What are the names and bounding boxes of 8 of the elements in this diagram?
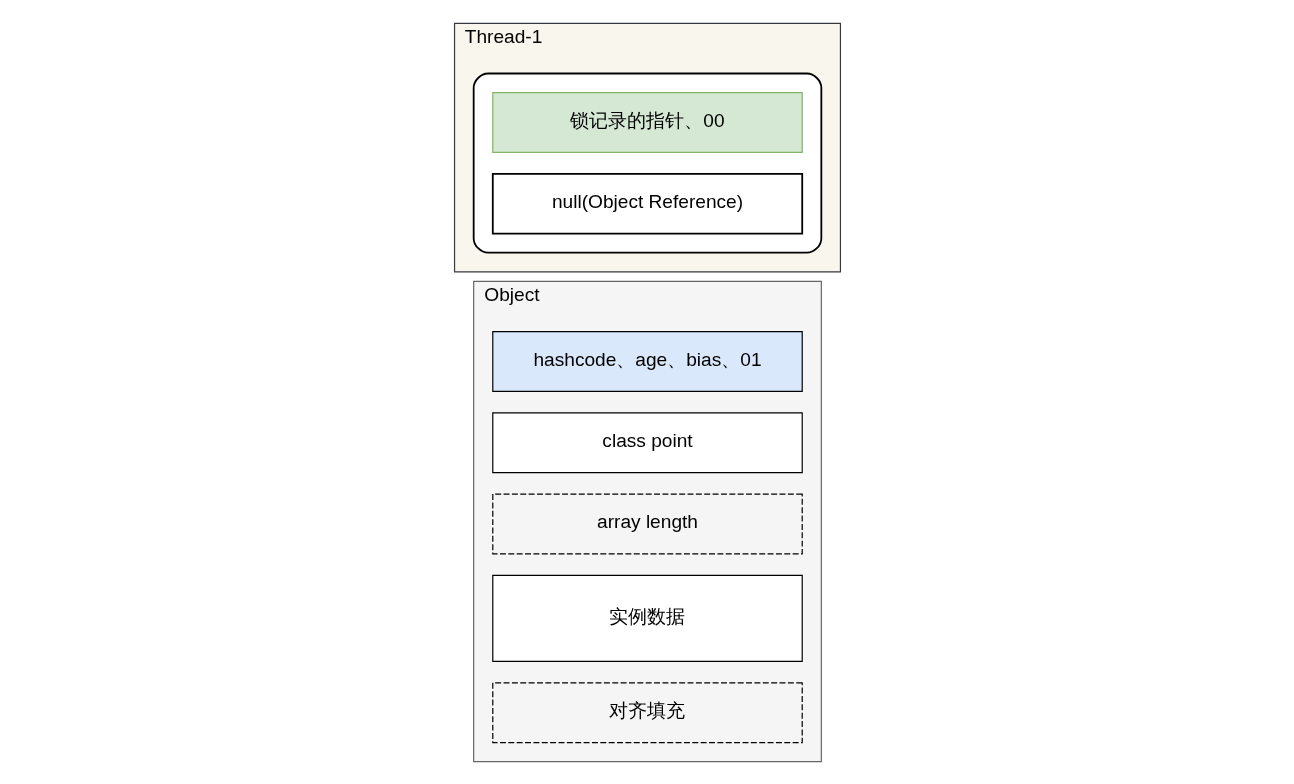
node-box: 锁记录的指针、00	[491, 91, 803, 153]
node-box: 对齐填充	[491, 681, 803, 743]
cluster	[472, 72, 822, 254]
node-box: class point	[491, 411, 803, 473]
node-box: 实例数据	[491, 574, 803, 662]
node-box: array length	[491, 492, 803, 554]
node-box: null(Object Reference)	[491, 172, 803, 234]
node-box: hashcode、age、bias、01	[491, 330, 803, 392]
